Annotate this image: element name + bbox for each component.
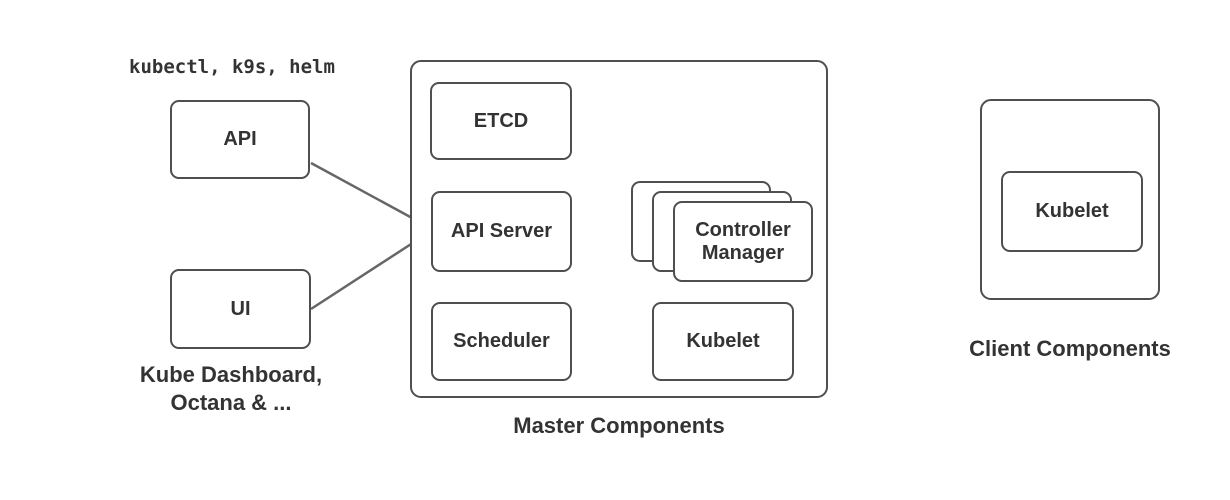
ui-caption-line1: Kube Dashboard, [139,362,323,387]
api-server-node: API Server [431,191,572,272]
arrow-api-to-api-server [310,161,426,227]
controller-manager-node: Controller Manager [673,201,813,282]
api-server-node-label: API Server [450,220,553,242]
controller-manager-node-label: Controller Manager [695,218,791,264]
client-components-title: Client Components [969,336,1171,361]
scheduler-node-label: Scheduler [453,330,550,352]
etcd-node-label: ETCD [473,109,529,132]
arrow-ui-to-api-server [310,233,426,311]
cli-tools-label: kubectl, k9s, helm [129,56,335,78]
master-components-container: ETCD API Server Scheduler Controller Man… [410,60,828,398]
master-components-title: Master Components [513,413,725,438]
ui-caption: Kube Dashboard, Octana & ... [111,361,351,417]
scheduler-node: Scheduler [431,302,572,381]
api-node-label: API [223,128,257,150]
client-kubelet-node: Kubelet [1001,171,1143,252]
ui-caption-line2: Octana & ... [170,390,292,415]
api-node: API [170,100,310,179]
etcd-node: ETCD [430,82,572,160]
ui-node: UI [170,269,311,349]
client-components-container: Kubelet [980,99,1160,300]
master-kubelet-node-label: Kubelet [686,330,760,352]
master-kubelet-node: Kubelet [652,302,794,381]
client-kubelet-node-label: Kubelet [1035,200,1109,222]
ui-node-label: UI [230,297,251,320]
